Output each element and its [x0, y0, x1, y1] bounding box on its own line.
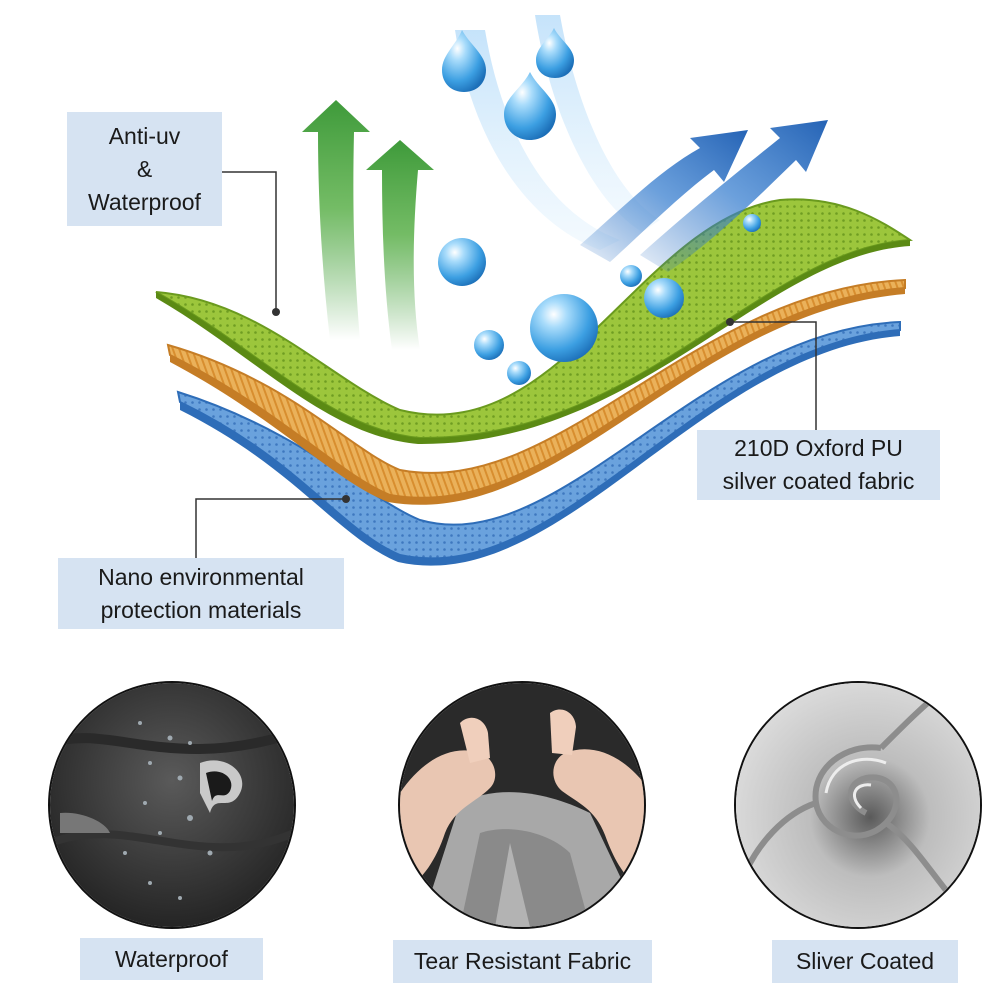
water-drop-icon	[442, 30, 486, 92]
water-drop-icon	[504, 72, 556, 140]
callout-dot	[272, 308, 280, 316]
feature-caption-waterproof: Waterproof	[80, 938, 263, 980]
arrow-up-icon	[366, 140, 434, 350]
label-nano-materials: Nano environmental protection materials	[58, 558, 344, 629]
feature-photo-waterproof	[50, 683, 294, 927]
feature-photo-silver-coated	[736, 683, 980, 927]
water-drop-icon	[536, 28, 574, 78]
feature-photo-tear-resistant	[400, 683, 644, 927]
arrow-up-icon	[640, 120, 828, 272]
green-fabric-layer	[155, 198, 914, 440]
label-oxford-fabric: 210D Oxford PU silver coated fabric	[697, 430, 940, 500]
water-drop-icon	[438, 214, 761, 385]
feature-caption-silver-coated: Sliver Coated	[772, 940, 958, 983]
callout-dot	[726, 318, 734, 326]
callout-lines	[195, 171, 817, 558]
label-anti-uv: Anti-uv & Waterproof	[67, 112, 222, 226]
arrow-up-icon	[580, 130, 748, 262]
arrow-up-icon	[302, 100, 370, 340]
fabric-layers-illustration	[155, 15, 914, 566]
water-stream	[455, 30, 620, 250]
callout-dot	[342, 495, 350, 503]
feature-caption-tear-resistant: Tear Resistant Fabric	[393, 940, 652, 983]
